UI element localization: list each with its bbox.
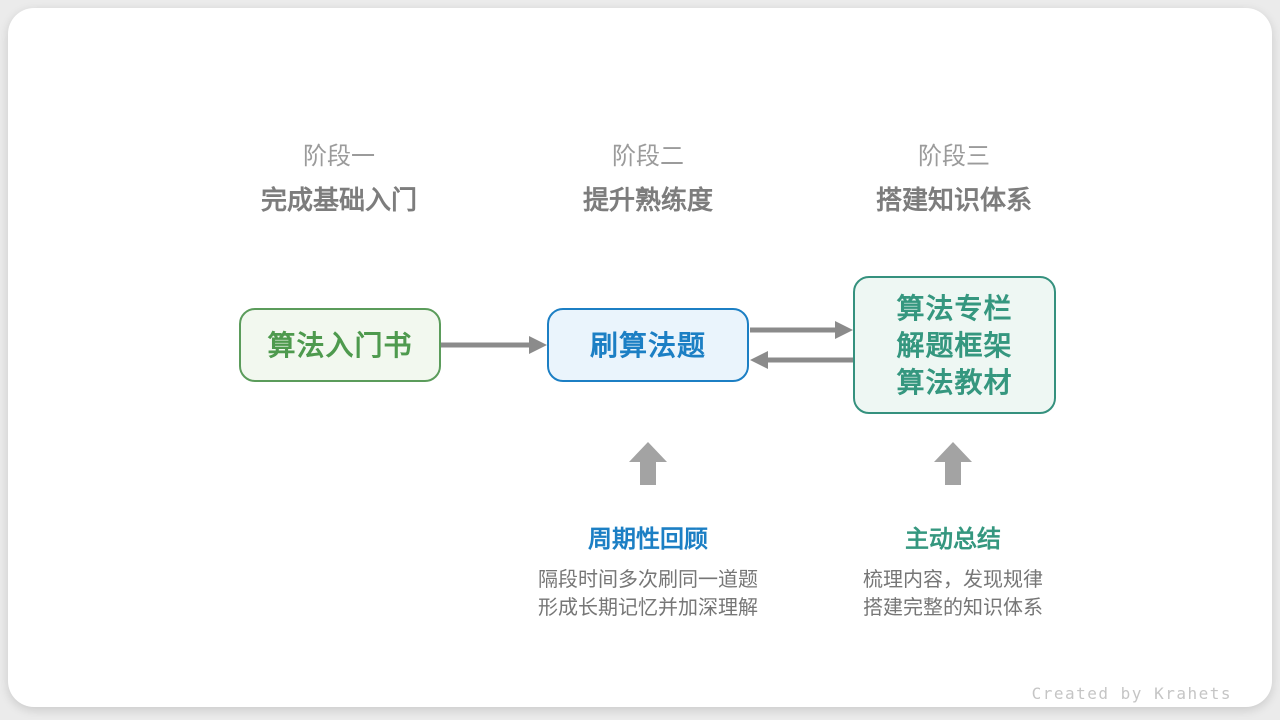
arrow-left-icon	[750, 345, 853, 375]
annotation-review-title: 周期性回顾	[588, 526, 708, 553]
annotation-review-body: 隔段时间多次刷同一道题 形成长期记忆并加深理解	[538, 566, 758, 622]
node-intro-book: 算法入门书	[239, 308, 441, 382]
annotation-review-line-1: 隔段时间多次刷同一道题	[538, 569, 758, 591]
node-intro-book-label: 算法入门书	[267, 329, 413, 361]
node-knowledge-resources: 算法专栏 解题框架 算法教材	[853, 276, 1056, 414]
arrow-right-icon	[750, 315, 853, 345]
annotation-summary-line-2: 搭建完整的知识体系	[863, 597, 1043, 619]
footer-credit: Created by Krahets	[1031, 684, 1232, 703]
node-resources-line-2: 解题框架	[896, 329, 1013, 361]
annotation-summary-title: 主动总结	[905, 526, 1001, 553]
node-resources-line-1: 算法专栏	[896, 292, 1013, 324]
node-practice-problems: 刷算法题	[547, 308, 749, 382]
arrow-right-icon	[441, 330, 547, 360]
diagram-card: 阶段一 完成基础入门 阶段二 提升熟练度 阶段三 搭建知识体系 算法入门书 刷算…	[8, 8, 1272, 707]
annotation-summary-line-1: 梳理内容，发现规律	[863, 569, 1043, 591]
stage-3-label: 阶段三	[918, 143, 990, 170]
node-resources-line-3: 算法教材	[896, 366, 1013, 398]
stage-1-title: 完成基础入门	[260, 185, 418, 215]
arrow-up-icon	[629, 442, 667, 485]
stage-1-label: 阶段一	[303, 143, 375, 170]
stage-3-title: 搭建知识体系	[875, 185, 1033, 215]
stage-2-title: 提升熟练度	[582, 185, 714, 215]
annotation-summary-body: 梳理内容，发现规律 搭建完整的知识体系	[863, 566, 1043, 622]
stage-2-label: 阶段二	[612, 143, 684, 170]
node-practice-problems-label: 刷算法题	[589, 329, 706, 361]
arrow-up-icon	[934, 442, 972, 485]
annotation-review-line-2: 形成长期记忆并加深理解	[538, 597, 758, 619]
